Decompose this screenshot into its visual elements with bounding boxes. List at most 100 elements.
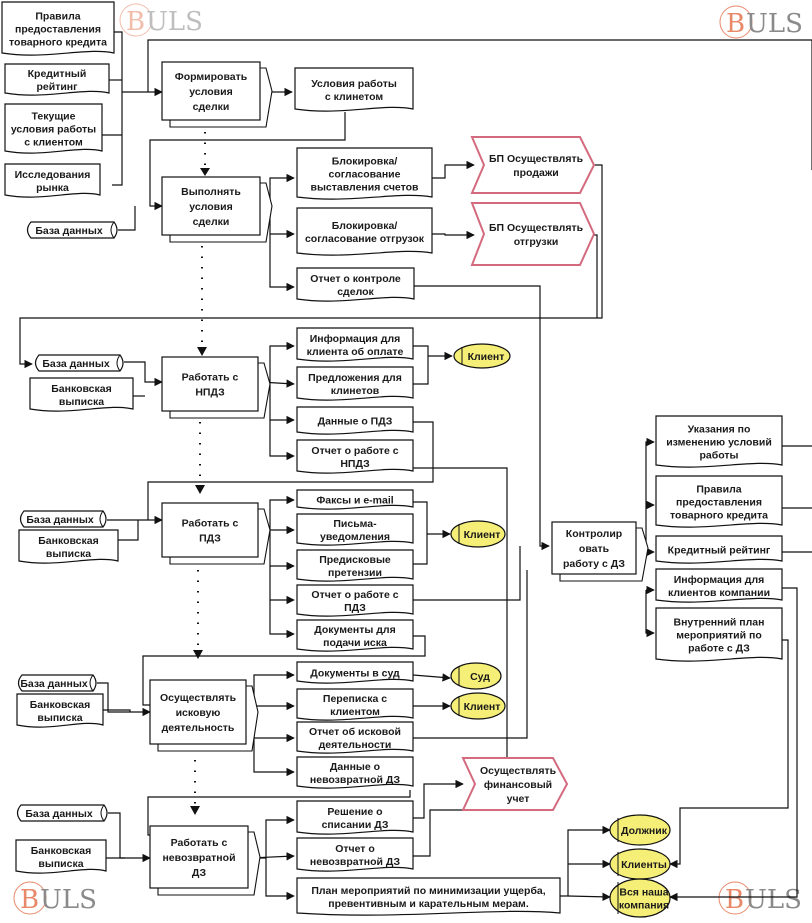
- label-text: Банковская: [31, 845, 92, 857]
- label-text: Контролир: [566, 528, 622, 540]
- entity-court[interactable]: Суд: [450, 662, 502, 690]
- doc-court-docs[interactable]: Документы в суд: [296, 661, 414, 684]
- label-text: Отчет об исковой: [309, 726, 401, 738]
- input-database-5[interactable]: База данных: [16, 804, 108, 822]
- input-database-3[interactable]: База данных: [19, 510, 107, 528]
- label-text: Переписка с: [323, 693, 387, 705]
- label-text: Правила: [696, 484, 741, 496]
- label-text: согласование отгрузок: [305, 233, 425, 245]
- label-text: Отчет о контроле: [310, 273, 401, 285]
- label-text: Работать с: [171, 837, 228, 849]
- doc-block-shipments[interactable]: Блокировка/согласование отгрузок: [296, 207, 433, 256]
- label-text: согласование: [329, 169, 401, 181]
- input-database-4[interactable]: База данных: [17, 674, 97, 692]
- label-text: учет: [507, 793, 530, 805]
- doc-fax-email[interactable]: Факсы и e-mail: [296, 489, 414, 510]
- label-text: предоставления: [15, 24, 101, 36]
- label-text: исковую: [176, 707, 221, 719]
- input-database-1[interactable]: База данных: [26, 221, 118, 239]
- label-text: Осуществлять: [160, 692, 237, 704]
- sequence-dotted-line: [194, 132, 206, 810]
- label-text: изменению условий: [666, 437, 772, 449]
- label-text: претензии: [328, 567, 382, 579]
- label-text: План мероприятий по минимизации ущерба,: [311, 885, 545, 897]
- label-text: невозвратной: [162, 852, 235, 864]
- buls-logo-bottom-right: B ULS: [718, 881, 802, 915]
- label-text: выписка: [46, 548, 91, 560]
- entity-client-1[interactable]: Клиент: [453, 343, 511, 369]
- watermark-b: B: [725, 885, 744, 915]
- entity-client-2[interactable]: Клиент: [450, 520, 506, 548]
- label-text: Суд: [470, 671, 490, 683]
- label-text: овать: [579, 543, 610, 555]
- input-database-2[interactable]: База данных: [34, 354, 124, 372]
- label-text: условия работы: [11, 124, 96, 136]
- label-text: рейтинг: [36, 81, 78, 93]
- label-text: продажи: [513, 167, 558, 179]
- label-text: Письма-: [333, 518, 377, 530]
- doc-damage-plan[interactable]: План мероприятий по минимизации ущерба,п…: [296, 877, 561, 916]
- watermark-text: ULS: [146, 7, 203, 37]
- watermark-text: ULS: [746, 9, 803, 39]
- doc-notice-letters[interactable]: Письма-уведомления: [296, 513, 414, 546]
- label-text: клиента об оплате: [307, 346, 404, 358]
- label-text: Условия работы: [311, 78, 397, 90]
- doc-credit-rating-out[interactable]: Кредитный рейтинг: [655, 535, 783, 564]
- label-text: Внутренний план: [674, 617, 765, 629]
- label-text: с клинетом: [325, 91, 384, 103]
- watermark-b: B: [126, 7, 145, 37]
- label-text: Банковская: [38, 535, 99, 547]
- label-text: Отчет о: [335, 843, 375, 855]
- entity-debtor[interactable]: Должник: [609, 814, 671, 846]
- doc-pdz-data[interactable]: Данные о ПДЗ: [296, 406, 414, 435]
- label-text: невозвратной ДЗ: [310, 856, 401, 868]
- entity-client-3[interactable]: Клиент: [450, 692, 506, 720]
- label-text: с клиентом: [24, 137, 83, 149]
- label-text: Осуществлять: [480, 765, 557, 777]
- sequence-arrowheads: [190, 168, 210, 815]
- label-text: Информация для: [310, 333, 401, 345]
- entity-clients[interactable]: Клиенты: [609, 848, 671, 880]
- label-text: Предисковые: [319, 554, 391, 566]
- label-text: Выполнять: [181, 186, 241, 198]
- label-text: Документы для: [314, 624, 395, 636]
- buls-logo-bottom-left: B ULS: [13, 881, 97, 915]
